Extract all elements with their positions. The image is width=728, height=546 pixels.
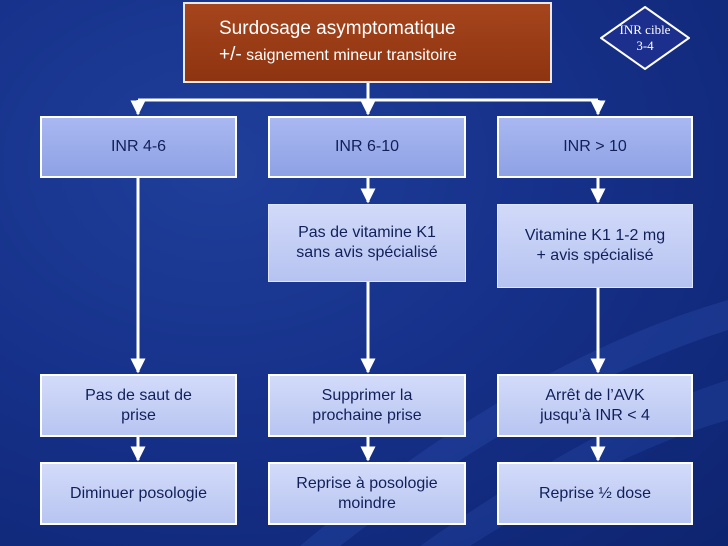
badge-line-2: 3-4 (636, 38, 654, 53)
note-vitamin-k1-dose: Vitamine K1 1-2 mg + avis spécialisé (497, 204, 693, 288)
note-line: sans avis spécialisé (296, 244, 438, 261)
step-line: prise (121, 406, 156, 424)
header-label: INR > 10 (563, 138, 627, 155)
step-no-skip-dose: Pas de saut de prise (40, 374, 237, 437)
step-line: Pas de saut de (85, 386, 192, 404)
step-line: jusqu’à INR < 4 (540, 406, 650, 424)
step-resume-lower-dosage: Reprise à posologie moindre (268, 462, 466, 525)
step-line: Reprise ½ dose (538, 484, 652, 502)
header-inr-over-10: INR > 10 (497, 116, 693, 178)
note-line: + avis spécialisé (536, 247, 654, 264)
step-line: prochaine prise (312, 406, 422, 424)
header-inr-4-6: INR 4-6 (40, 116, 237, 178)
diamond-shape (600, 6, 690, 70)
root-box: Surdosage asymptomatique +/- saignement … (183, 2, 552, 83)
step-line: moindre (338, 494, 396, 512)
root-title: Surdosage asymptomatique (219, 18, 456, 39)
note-no-vitamin-k1: Pas de vitamine K1 sans avis spécialisé (268, 204, 466, 282)
root-subtitle-prefix: +/- (219, 44, 242, 65)
header-label: INR 6-10 (334, 138, 400, 155)
note-line: Pas de vitamine K1 (298, 224, 436, 241)
step-line: Arrêt de l’AVK (545, 386, 645, 404)
header-inr-6-10: INR 6-10 (268, 116, 466, 178)
step-line: Reprise à posologie (296, 474, 438, 492)
inr-target-badge: INR cible 3-4 (600, 6, 690, 70)
step-reduce-dosage: Diminuer posologie (40, 462, 237, 525)
root-subtitle: +/- saignement mineur transitoire (219, 43, 457, 68)
step-line: Supprimer la (321, 386, 413, 404)
step-line: Diminuer posologie (70, 484, 207, 502)
root-subtitle-rest: saignement mineur transitoire (241, 47, 457, 64)
note-line: Vitamine K1 1-2 mg (524, 227, 666, 244)
step-skip-next-dose: Supprimer la prochaine prise (268, 374, 466, 437)
step-stop-avk: Arrêt de l’AVK jusqu’à INR < 4 (497, 374, 693, 437)
badge-line-1: INR cible (619, 22, 671, 37)
header-label: INR 4-6 (110, 138, 167, 155)
step-resume-half-dose: Reprise ½ dose (497, 462, 693, 525)
